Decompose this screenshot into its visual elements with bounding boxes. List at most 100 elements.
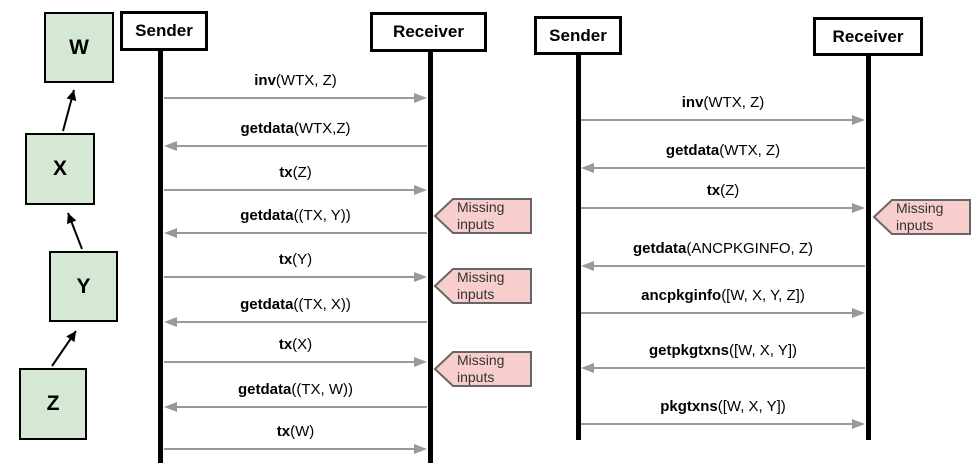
message-name: getdata [632,240,687,257]
dependency-node-x: X [25,133,95,205]
lifeline-receiver-1 [428,52,433,463]
arrow-line [581,423,855,425]
message-label: ancpkginfo([W, X, Y, Z]) [581,286,865,305]
message-arrow-left [164,402,427,412]
message-args: ([W, X, Y]) [717,398,786,415]
message-row: ancpkginfo([W, X, Y, Z]) [581,286,865,318]
arrowhead-icon [164,402,177,412]
actor-label: Receiver [393,22,464,41]
message-name: tx [706,182,721,199]
message-label: getdata(ANCPKGINFO, Z) [581,239,865,258]
message-label: inv(WTX, Z) [581,93,865,112]
node-label: X [52,157,67,180]
message-arrow-right [164,357,427,367]
callout-pointer-shape [872,199,971,235]
arrow-line [591,367,865,369]
message-label: getdata(WTX, Z) [581,141,865,160]
message-label: tx(Z) [164,163,427,182]
lifeline-receiver-2 [866,56,871,440]
edge-y-to-x [66,212,83,250]
missing-inputs-callout: Missing inputs [433,267,533,305]
actor-label: Receiver [832,26,904,46]
message-row: pkgtxns([W, X, Y]) [581,397,865,429]
node-label: Y [76,274,91,298]
callout-pointer-shape [433,268,532,304]
arrowhead-icon [414,272,427,282]
arrow-line [581,312,855,314]
message-label: getpkgtxns([W, X, Y]) [581,341,865,360]
arrowhead-icon [852,115,865,125]
message-name: getpkgtxns [648,342,729,359]
actor-box-sender-2: Sender [534,16,622,55]
message-row: getdata(WTX,Z) [164,119,427,151]
message-name: inv [681,94,704,111]
callout-text: Missing inputs [457,352,505,385]
arrow-line [581,119,855,121]
dependency-node-y: Y [49,251,118,322]
message-label: tx(Y) [164,250,427,269]
arrow-line [581,207,855,209]
message-args: (X) [292,336,313,353]
arrowhead-icon [581,163,594,173]
message-args: ((TX, Y)) [293,207,351,224]
actor-label: Sender [135,21,193,40]
arrowhead-icon [164,228,177,238]
message-arrow-right [164,185,427,195]
message-args: (WTX,Z) [293,120,351,137]
message-name: tx [278,251,293,268]
message-label: pkgtxns([W, X, Y]) [581,397,865,416]
actor-box-sender-1: Sender [120,11,208,51]
actor-label: Sender [549,25,607,45]
message-arrow-left [164,141,427,151]
dependency-node-z: Z [19,368,87,440]
message-name: getdata [240,296,294,313]
message-args: (W) [290,423,315,440]
dependency-node-w: W [44,12,114,83]
arrow-line [164,189,417,191]
arrow-line [174,232,427,234]
message-label: tx(Z) [581,181,865,200]
message-args: (WTX, Z) [703,94,765,111]
callout-text: Missing inputs [896,200,944,233]
missing-inputs-callout: Missing inputs [872,198,972,236]
arrow-line [164,448,417,450]
arrowhead-icon [581,363,594,373]
message-arrow-right [581,203,865,213]
arrowhead-icon [414,444,427,454]
message-args: (ANCPKGINFO, Z) [686,240,813,257]
message-arrow-left [164,228,427,238]
message-label: getdata((TX, W)) [164,380,427,399]
callout-text: Missing inputs [457,269,505,302]
arrowhead-icon [414,185,427,195]
arrowhead-icon [164,317,177,327]
message-row: inv(WTX, Z) [581,93,865,125]
message-row: getdata((TX, Y)) [164,206,427,238]
message-args: (Z) [720,182,740,199]
arrow-line [164,97,417,99]
message-row: tx(W) [164,422,427,454]
missing-inputs-callout: Missing inputs [433,350,533,388]
message-args: (Y) [292,251,313,268]
message-arrow-right [164,444,427,454]
message-arrow-right [164,272,427,282]
message-args: ([W, X, Y, Z]) [721,287,805,304]
arrow-line [174,145,427,147]
message-args: (WTX, Z) [719,142,781,159]
lifeline-sender-1 [158,51,163,463]
callout-pointer-shape [433,198,532,234]
arrowhead-icon [581,261,594,271]
arrowhead-icon [852,419,865,429]
message-arrow-right [164,93,427,103]
arrowhead-icon [414,357,427,367]
node-label: Z [46,392,60,415]
missing-inputs-callout: Missing inputs [433,197,533,235]
message-arrow-right [581,419,865,429]
message-name: pkgtxns [660,398,718,415]
message-name: tx [276,423,291,440]
message-name: tx [279,164,293,181]
message-name: ancpkginfo [641,287,722,304]
message-name: getdata [240,120,294,137]
message-arrow-left [581,363,865,373]
message-args: ((TX, W)) [291,381,353,398]
arrow-line [174,321,427,323]
